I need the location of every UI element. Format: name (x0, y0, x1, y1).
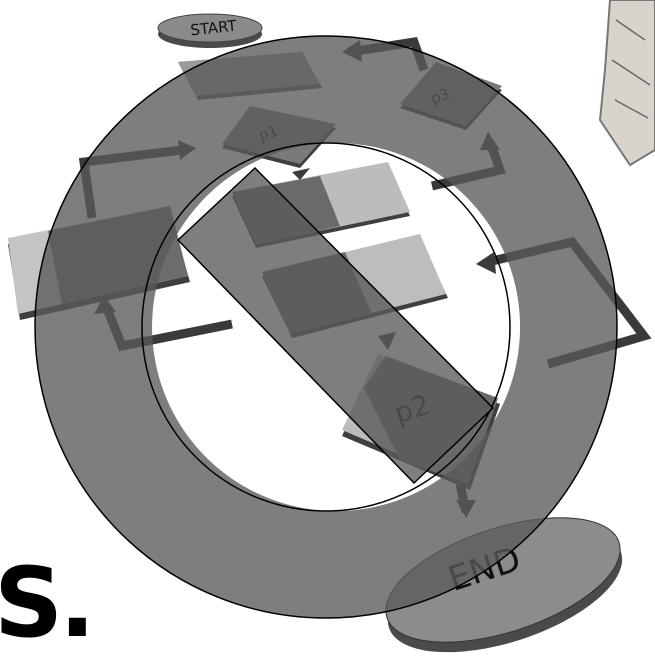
prohibition-sign-icon (35, 36, 617, 618)
start-node: START (158, 14, 262, 48)
scroll-paper-decoration (600, 0, 655, 165)
stray-text: S. (0, 547, 92, 659)
